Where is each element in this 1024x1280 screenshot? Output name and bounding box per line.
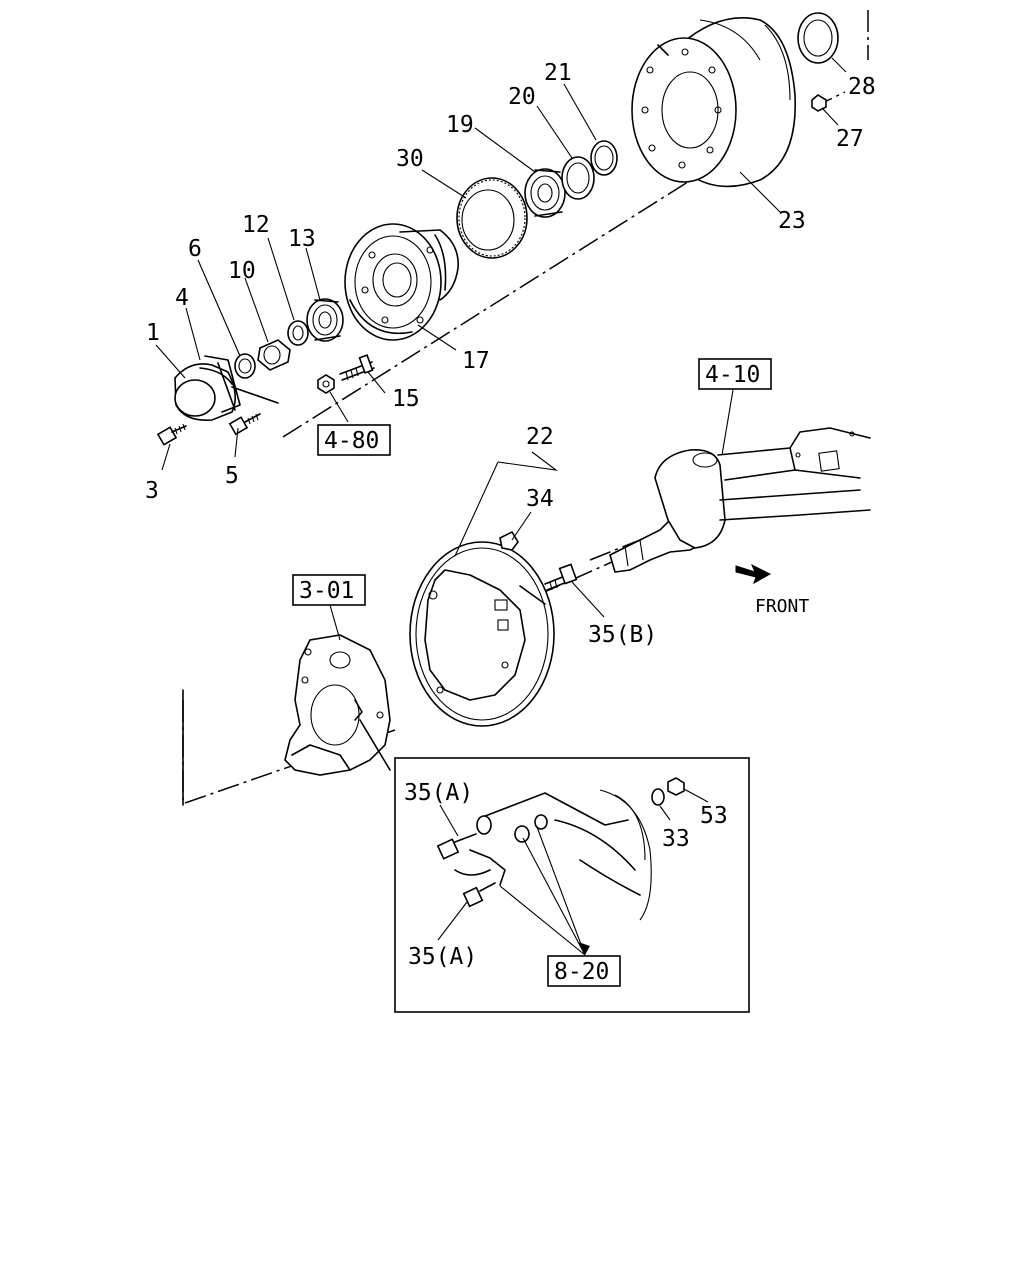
seal-28 bbox=[797, 12, 839, 64]
ref-box-4-10: 4-10 bbox=[698, 358, 772, 390]
callout-27: 27 bbox=[836, 126, 864, 152]
ref-3-01-label: 3-01 bbox=[299, 578, 354, 604]
callout-15: 15 bbox=[392, 386, 420, 412]
callout-1: 1 bbox=[146, 320, 160, 346]
callout-35a-bottom: 35(A) bbox=[408, 944, 477, 970]
ref-4-80-label: 4-80 bbox=[324, 428, 379, 454]
brake-shoe-detail-box bbox=[394, 757, 750, 1013]
callout-13: 13 bbox=[288, 226, 316, 252]
ref-box-3-01: 3-01 bbox=[292, 574, 366, 606]
hub-bolt-15 bbox=[339, 354, 375, 381]
callout-19: 19 bbox=[446, 112, 474, 138]
callout-6: 6 bbox=[188, 236, 202, 262]
callout-28: 28 bbox=[848, 74, 876, 100]
backing-plate-22 bbox=[409, 541, 555, 727]
hub-cap bbox=[174, 362, 236, 422]
callout-23: 23 bbox=[778, 208, 806, 234]
callout-5: 5 bbox=[225, 463, 239, 489]
bolt-5 bbox=[228, 413, 261, 436]
ref-8-20-label: 8-20 bbox=[554, 959, 609, 985]
callout-22: 22 bbox=[526, 424, 554, 450]
callout-30: 30 bbox=[396, 146, 424, 172]
callout-10: 10 bbox=[228, 258, 256, 284]
callout-53: 53 bbox=[700, 803, 728, 829]
callout-labels: 1 3 4 5 6 10 12 13 15 17 19 20 21 22 23 … bbox=[145, 60, 876, 970]
ref-4-10-label: 4-10 bbox=[705, 362, 760, 388]
bolt-35b bbox=[544, 563, 578, 591]
wheel-hub-17 bbox=[344, 223, 459, 341]
nut-27 bbox=[811, 94, 827, 112]
wheel-nut bbox=[317, 374, 335, 394]
brake-drum-23 bbox=[631, 17, 797, 188]
callout-33: 33 bbox=[662, 826, 690, 852]
callout-35b: 35(B) bbox=[588, 622, 657, 648]
inner-bearing-19 bbox=[524, 168, 566, 218]
hub-nut-10 bbox=[257, 339, 291, 371]
outer-bearing-13 bbox=[306, 298, 344, 342]
front-direction-arrow-icon bbox=[735, 563, 772, 585]
oil-seal-20 bbox=[561, 156, 595, 200]
oil-seal-6 bbox=[231, 353, 279, 404]
front-axle-knuckle bbox=[609, 427, 871, 573]
reference-boxes: 4-80 4-10 3-01 8-20 bbox=[292, 358, 772, 987]
hub-cap-bolt-3 bbox=[156, 423, 187, 446]
callout-35a-top: 35(A) bbox=[404, 780, 473, 806]
callout-20: 20 bbox=[508, 84, 536, 110]
brake-assembly bbox=[284, 634, 391, 776]
hub-cap-gasket bbox=[204, 355, 241, 413]
callout-21: 21 bbox=[544, 60, 572, 86]
front-direction-label: FRONT bbox=[755, 596, 809, 617]
callout-4: 4 bbox=[175, 285, 189, 311]
callout-12: 12 bbox=[242, 212, 270, 238]
bolt-34 bbox=[499, 530, 519, 551]
leader-lines bbox=[155, 57, 847, 956]
callout-34: 34 bbox=[526, 486, 554, 512]
abs-rotor-30 bbox=[456, 177, 528, 259]
ref-box-4-80: 4-80 bbox=[317, 424, 391, 456]
lock-washer-12 bbox=[287, 320, 309, 346]
callout-3: 3 bbox=[145, 478, 159, 504]
callout-17: 17 bbox=[462, 348, 490, 374]
seal-21 bbox=[590, 140, 618, 176]
ref-box-8-20: 8-20 bbox=[547, 955, 621, 987]
